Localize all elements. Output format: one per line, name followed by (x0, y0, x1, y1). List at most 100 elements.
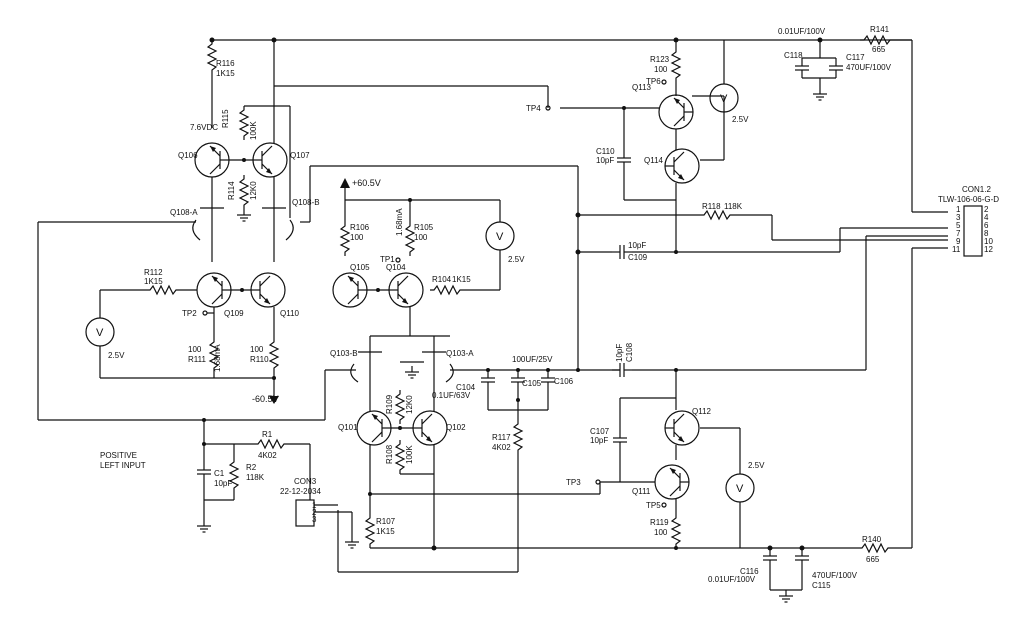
r116-label: R116 (216, 59, 235, 68)
con1-label: CON1.2 (962, 185, 991, 194)
r115-value: 100K (249, 121, 258, 140)
r111-label: R111 (188, 355, 206, 364)
r112-label: R112 (144, 268, 163, 277)
q110-label: Q110 (280, 309, 300, 318)
r140-label: R140 (862, 535, 882, 544)
con1-pin-8: 8 (984, 229, 989, 238)
con1-pin-10: 10 (984, 237, 993, 246)
con1-pin-6: 6 (984, 221, 989, 230)
tp3-label: TP3 (566, 478, 581, 487)
q106-label: Q106 (178, 151, 198, 160)
input-stage-left: R116 1K15 7.6VDC R115 100K R114 12K0 Q10… (37, 37, 912, 421)
c116-label: C116 (740, 567, 759, 576)
connector-con1-2: CON1.2 TLW-106-06-G-D 1 3 5 7 9 11 2 4 6… (938, 185, 999, 257)
con1-pin-5: 5 (956, 221, 961, 230)
r2-value: 118K (246, 473, 265, 482)
minus-supply-label: -60.5V (252, 394, 279, 404)
r110-value: 100 (250, 345, 264, 354)
c108-label: C108 (625, 342, 634, 362)
c104-value: 0.1UF/63V (432, 391, 471, 400)
meter-1-value: 2.5V (108, 351, 125, 360)
r117-value: 4K02 (492, 443, 511, 452)
input-section: POSITIVE LEFT INPUT R1 4K02 R2 118K C1 1… (100, 418, 360, 549)
q112-label: Q112 (692, 407, 712, 416)
c117-value: 470UF/100V (846, 63, 892, 72)
r114-label: R114 (227, 181, 236, 200)
q107-label: Q107 (290, 151, 310, 160)
c110-value: 10pF (596, 156, 614, 165)
c115-label: C115 (812, 581, 831, 590)
c107-value: 10pF (590, 436, 608, 445)
meter-3-value: 2.5V (732, 115, 749, 124)
c117-label: C117 (846, 53, 865, 62)
q105-label: Q105 (350, 263, 370, 272)
con1-pin-1: 1 (956, 205, 961, 214)
r118-value: 118K (724, 202, 743, 211)
r106-value: 100 (350, 233, 364, 242)
q103b-label: Q103-B (330, 349, 358, 358)
con3-pin-3: 3 (312, 515, 317, 524)
q113-label: Q113 (632, 83, 652, 92)
c110-label: C110 (596, 147, 615, 156)
r123-value: 100 (654, 65, 668, 74)
output-stage: R123 100 TP6 Q113 TP4 C110 10pF 2.5V Q11… (274, 25, 948, 603)
r105-value: 100 (414, 233, 428, 242)
con1-part: TLW-106-06-G-D (938, 195, 999, 204)
voltage-annotation: 7.6VDC (190, 123, 218, 132)
con1-pin-12: 12 (984, 245, 993, 254)
tp1-label: TP1 (380, 255, 395, 264)
current-annotation-2: 1.68mA (395, 208, 404, 236)
r108-label: R108 (385, 444, 394, 464)
tp4-label: TP4 (526, 104, 541, 113)
c104-label: C104 (456, 383, 476, 392)
r114-value: 12K0 (249, 181, 258, 200)
r105-label: R105 (414, 223, 434, 232)
c107-label: C107 (590, 427, 610, 436)
r104-value: 1K15 (452, 275, 471, 284)
r115-label: R115 (221, 109, 230, 128)
r2-label: R2 (246, 463, 257, 472)
con1-pin-9: 9 (956, 237, 961, 246)
q108a-label: Q108-A (170, 208, 198, 217)
r1-label: R1 (262, 430, 273, 439)
meter-4-value: 2.5V (748, 461, 765, 470)
r119-label: R119 (650, 518, 669, 527)
tp5-label: TP5 (646, 501, 661, 510)
q114-label: Q114 (644, 156, 664, 165)
c118-value: 0.01UF/100V (778, 27, 826, 36)
q109-label: Q109 (224, 309, 244, 318)
q104-label: Q104 (386, 263, 406, 272)
r109-label: R109 (385, 394, 394, 414)
r107-label: R107 (376, 517, 396, 526)
con1-pin-4: 4 (984, 213, 989, 222)
r111-value: 100 (188, 345, 202, 354)
c105-value: 100UF/25V (512, 355, 553, 364)
tp6-label: TP6 (646, 77, 661, 86)
r141-value: 665 (872, 45, 886, 54)
c109-label: C109 (628, 253, 648, 262)
q102-label: Q102 (446, 423, 466, 432)
r116-value: 1K15 (216, 69, 235, 78)
r117-label: R117 (492, 433, 511, 442)
input-label-line-1: POSITIVE (100, 451, 137, 460)
con1-pin-3: 3 (956, 213, 961, 222)
c1-label: C1 (214, 469, 225, 478)
middle-stage: +60.5V R106 100 R105 100 1.68mA 2.5V Q10… (300, 165, 740, 573)
con1-pin-7: 7 (956, 229, 961, 238)
c108-value: 10pF (615, 344, 624, 362)
meter-2-value: 2.5V (508, 255, 525, 264)
c105-label: C105 (522, 379, 542, 388)
r118-label: R118 (702, 202, 721, 211)
r123-label: R123 (650, 55, 670, 64)
r110-label: R110 (250, 355, 269, 364)
con3-label: CON3 (294, 477, 317, 486)
c115-value: 470UF/100V (812, 571, 858, 580)
q101-label: Q101 (338, 423, 358, 432)
q111-label: Q111 (632, 487, 651, 496)
input-label-line-2: LEFT INPUT (100, 461, 146, 470)
q108b-label: Q108-B (292, 198, 320, 207)
r119-value: 100 (654, 528, 668, 537)
r141-label: R141 (870, 25, 890, 34)
r107-value: 1K15 (376, 527, 395, 536)
